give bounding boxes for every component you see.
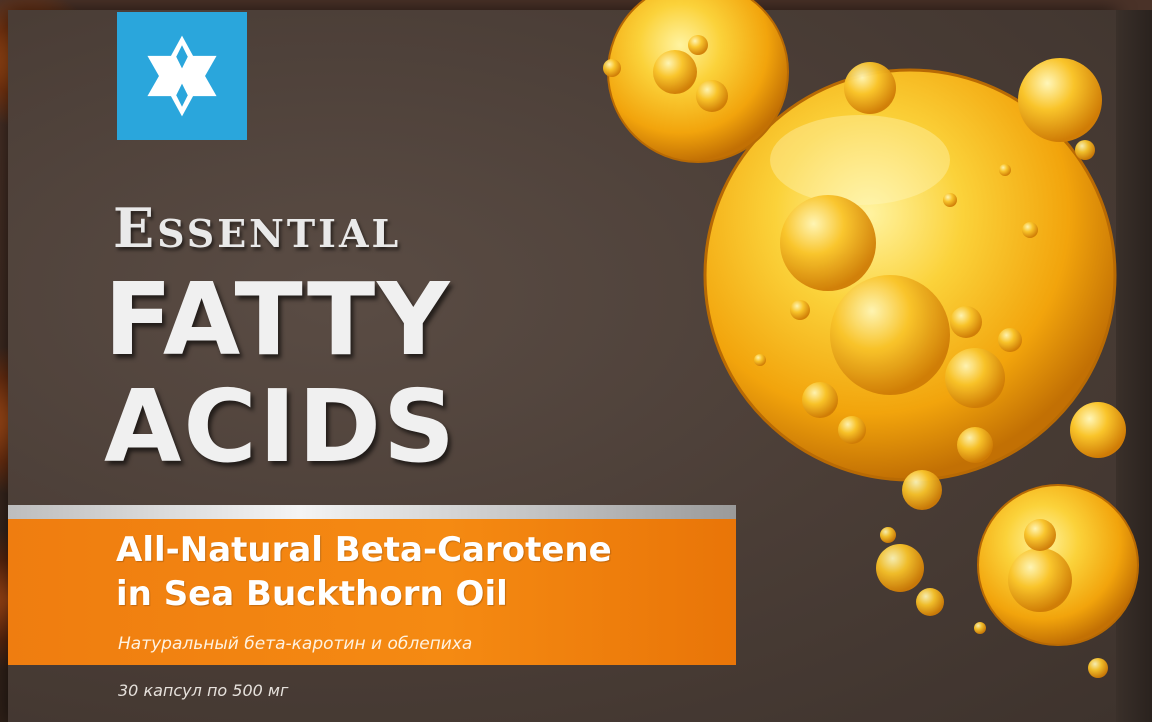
silver-stripe xyxy=(8,505,736,519)
orange-band xyxy=(8,519,736,665)
title-fatty: FATTY xyxy=(104,261,452,378)
subtitle-line-2: in Sea Buckthorn Oil xyxy=(116,574,508,614)
brand-logo xyxy=(117,12,247,140)
subtitle-russian: Натуральный бета-каротин и облепиха xyxy=(118,634,473,654)
title-essential: Essential xyxy=(113,196,402,260)
subtitle-line-1: All-Natural Beta-Carotene xyxy=(116,530,612,570)
snowflake-logo-icon xyxy=(147,35,217,117)
right-oil-bubble xyxy=(1018,58,1102,142)
dosage-text: 30 капсул по 500 мг xyxy=(118,681,289,700)
title-acids: ACIDS xyxy=(104,368,458,485)
